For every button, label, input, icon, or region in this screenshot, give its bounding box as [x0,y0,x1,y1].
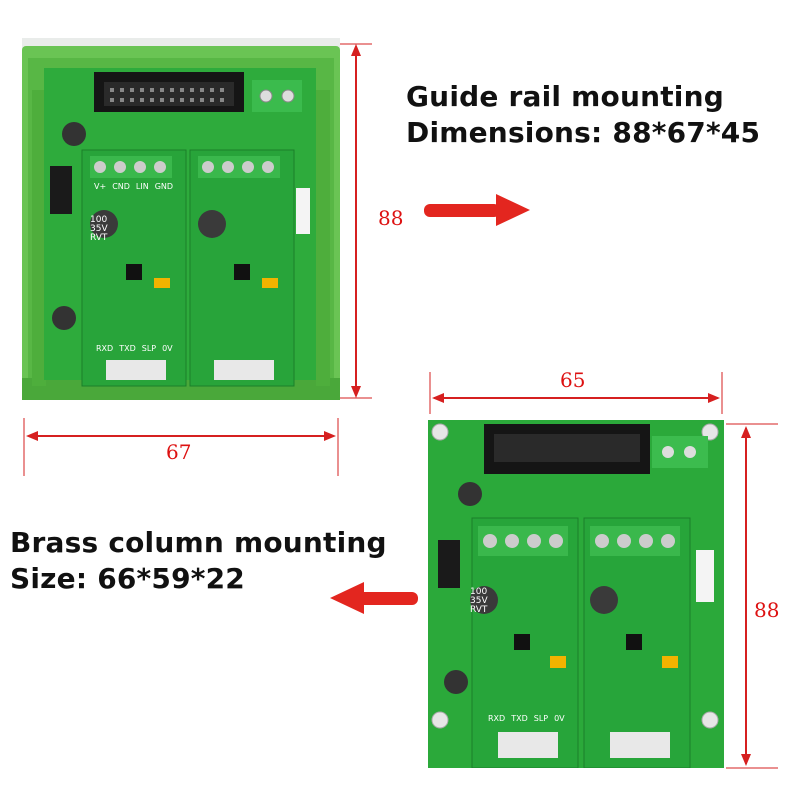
pin-label: GND [154,182,174,191]
signal-label: TXD [119,344,136,353]
rail-mount-title: Guide rail mounting [406,80,724,113]
pin-label: LIN [135,182,149,191]
cap-series: RVT [90,233,108,243]
cap-voltage: 35V [90,224,108,234]
signal-label: SLP [533,714,549,723]
signal-label: 0V [554,714,565,723]
pin-label: CND [112,182,130,191]
brass-bottom-labels: RXD TXD SLP 0V [488,714,565,723]
signal-label: RXD [96,344,114,353]
brass-height-label: 88 [754,598,780,622]
rail-width-label: 67 [166,440,192,464]
cap-value: 100 [90,215,108,225]
signal-label: 0V [162,344,173,353]
rail-board-illustration [22,46,340,400]
brass-width-label: 65 [560,368,586,392]
brass-cap-text: 100 35V RVT [470,588,488,615]
rail-cap-text: 100 35V RVT [90,216,108,243]
cap-series: RVT [470,605,488,615]
arrow-left-icon [330,582,418,614]
brass-mount-size: Size: 66*59*22 [10,562,245,595]
rail-bottom-labels: RXD TXD SLP 0V [96,344,173,353]
rail-mount-photo: 100 35V RVT V+ CND LIN GND RXD TXD SLP 0… [22,38,340,400]
cap-value: 100 [470,587,488,597]
brass-mount-title: Brass column mounting [10,526,387,559]
pin-label: V+ [94,182,107,191]
rail-mount-dimensions: Dimensions: 88*67*45 [406,116,761,149]
signal-label: SLP [141,344,157,353]
brass-mount-photo: 100 35V RVT RXD TXD SLP 0V [428,420,724,768]
rail-pin-labels: V+ CND LIN GND [94,182,173,191]
signal-label: TXD [511,714,528,723]
rail-height-label: 88 [378,206,404,230]
arrow-right-icon [424,194,530,226]
cap-voltage: 35V [470,596,488,606]
brass-board-illustration [428,420,724,768]
signal-label: RXD [488,714,506,723]
